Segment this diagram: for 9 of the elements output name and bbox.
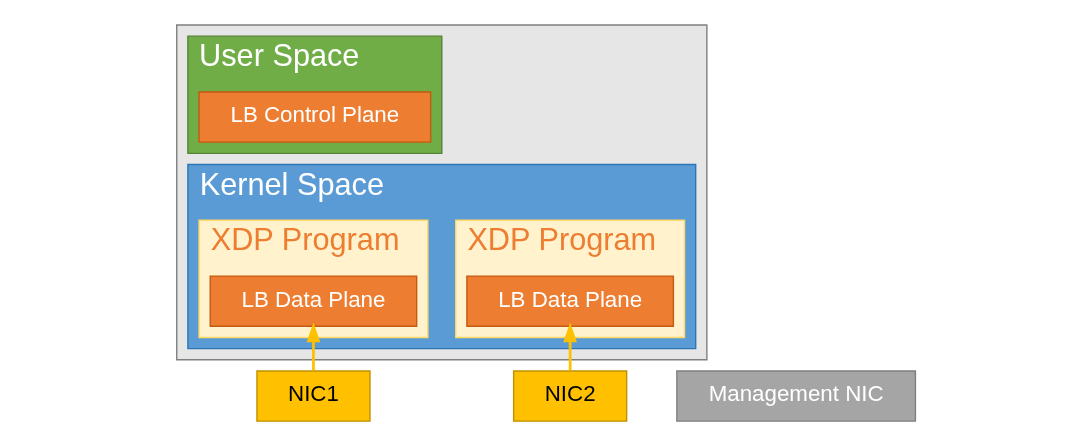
node-box: LB Control Plane [198,91,432,143]
arrow [306,322,321,371]
node-box: Management NIC [676,370,917,422]
node-box: LB Data Plane [209,275,418,327]
arrow [563,322,577,371]
node-box: NIC2 [512,370,628,422]
node-box: LB Data Plane [466,275,675,327]
cluster [176,24,708,361]
node-box: NIC1 [256,370,371,422]
